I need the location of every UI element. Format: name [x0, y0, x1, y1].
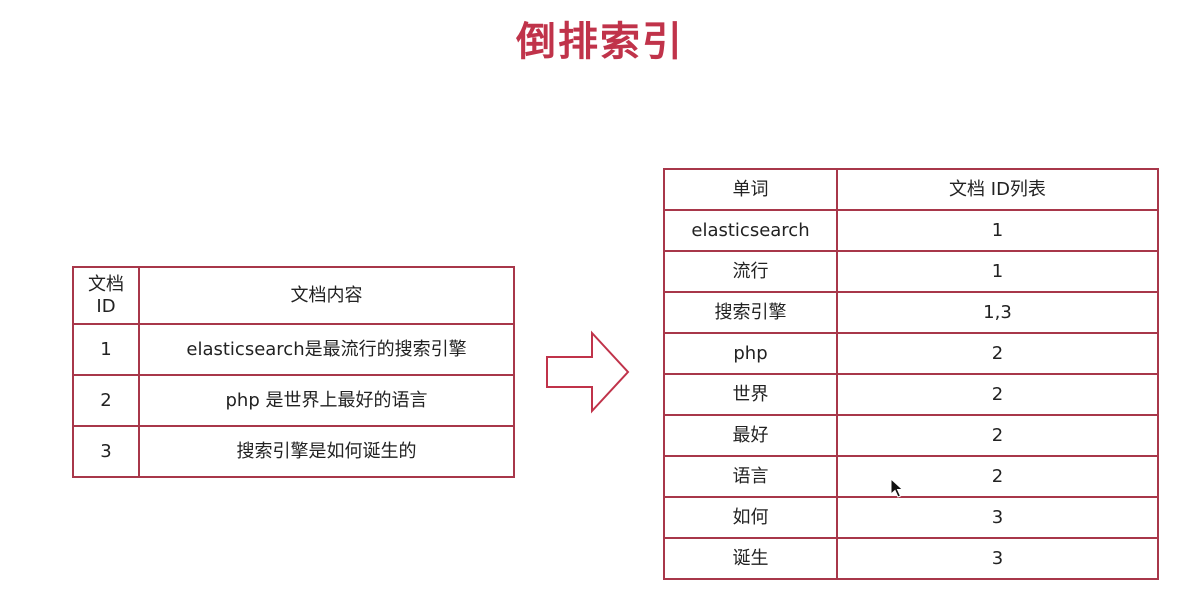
doc-id-list-cell: 1	[836, 250, 1159, 293]
mouse-pointer-icon	[890, 478, 904, 498]
document-id-header: 文档 ID	[72, 266, 140, 325]
table-row: 3 搜索引擎是如何诞生的	[72, 425, 515, 478]
term-cell: php	[663, 332, 838, 375]
right-arrow-outline-icon	[546, 330, 630, 414]
doc-id-list-header: 文档 ID列表	[836, 168, 1159, 211]
doc-id-list-cell: 1	[836, 209, 1159, 252]
term-cell: 诞生	[663, 537, 838, 580]
term-cell: elasticsearch	[663, 209, 838, 252]
document-content-header: 文档内容	[138, 266, 515, 325]
table-row: 流行 1	[663, 250, 1159, 293]
table-row: elasticsearch 1	[663, 209, 1159, 252]
doc-id-list-cell: 3	[836, 496, 1159, 539]
doc-id-list-cell: 2	[836, 332, 1159, 375]
table-row: 如何 3	[663, 496, 1159, 539]
inverted-index-header-row: 单词 文档 ID列表	[663, 168, 1159, 211]
term-cell: 如何	[663, 496, 838, 539]
document-id-cell: 2	[72, 374, 140, 427]
table-row: 世界 2	[663, 373, 1159, 416]
table-row: php 2	[663, 332, 1159, 375]
slide-title: 倒排索引	[516, 19, 684, 65]
term-cell: 搜索引擎	[663, 291, 838, 334]
doc-id-list-cell: 1,3	[836, 291, 1159, 334]
term-cell: 流行	[663, 250, 838, 293]
document-table: 文档 ID 文档内容 1 elasticsearch是最流行的搜索引擎 2 ph…	[72, 266, 515, 478]
table-row: 搜索引擎 1,3	[663, 291, 1159, 334]
table-row: 最好 2	[663, 414, 1159, 457]
table-row: 1 elasticsearch是最流行的搜索引擎	[72, 323, 515, 376]
term-cell: 语言	[663, 455, 838, 498]
inverted-index-table: 单词 文档 ID列表 elasticsearch 1 流行 1 搜索引擎 1,3…	[663, 168, 1159, 580]
doc-id-list-cell: 2	[836, 414, 1159, 457]
doc-id-list-cell: 2	[836, 373, 1159, 416]
doc-id-list-cell: 3	[836, 537, 1159, 580]
term-cell: 最好	[663, 414, 838, 457]
document-content-cell: elasticsearch是最流行的搜索引擎	[138, 323, 515, 376]
table-row: 诞生 3	[663, 537, 1159, 580]
document-content-cell: 搜索引擎是如何诞生的	[138, 425, 515, 478]
document-table-header-row: 文档 ID 文档内容	[72, 266, 515, 325]
document-id-cell: 3	[72, 425, 140, 478]
doc-id-list-cell: 2	[836, 455, 1159, 498]
table-row: 2 php 是世界上最好的语言	[72, 374, 515, 427]
table-row: 语言 2	[663, 455, 1159, 498]
document-id-cell: 1	[72, 323, 140, 376]
document-content-cell: php 是世界上最好的语言	[138, 374, 515, 427]
term-cell: 世界	[663, 373, 838, 416]
term-header: 单词	[663, 168, 838, 211]
